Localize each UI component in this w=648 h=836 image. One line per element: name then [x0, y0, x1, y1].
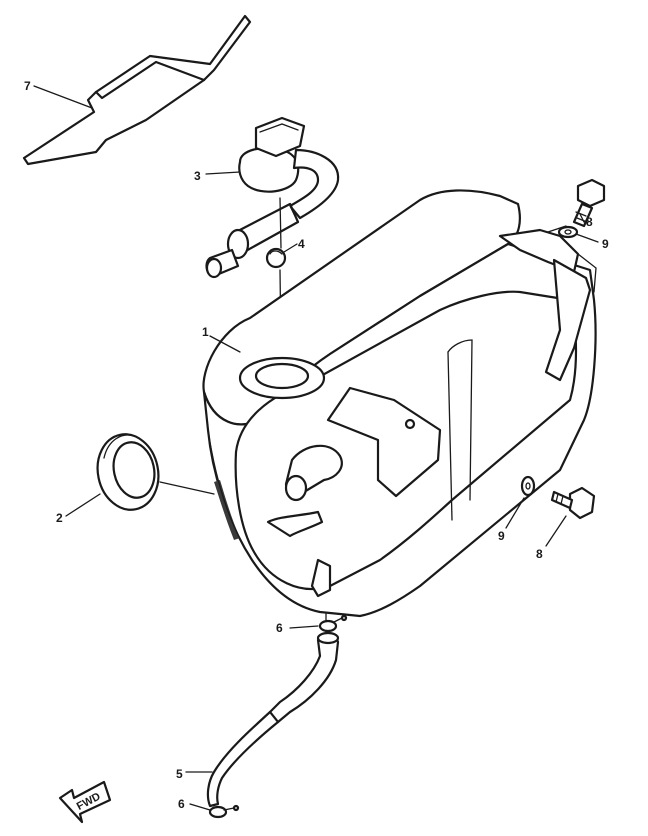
fwd-arrow: FWD — [58, 780, 112, 824]
callout-4: 4 — [298, 237, 305, 251]
callout-9-lower: 9 — [498, 529, 505, 543]
part-9-washer-upper — [557, 225, 579, 239]
callout-5: 5 — [176, 767, 183, 781]
callout-9-upper: 9 — [602, 237, 609, 251]
part-2-grommet — [96, 433, 160, 511]
callout-7: 7 — [24, 79, 31, 93]
part-9-washer-lower — [520, 475, 536, 497]
part-3-breather-cap — [205, 116, 340, 279]
part-8-bolt-lower — [550, 486, 596, 520]
part-8-bolt-upper — [572, 178, 606, 228]
part-6-clip-upper — [318, 614, 348, 633]
part-4-ball — [265, 247, 287, 269]
part-6-clip-lower — [208, 804, 240, 819]
callout-6-upper: 6 — [276, 621, 283, 635]
part-1-oil-tank — [202, 189, 597, 618]
callout-3: 3 — [194, 169, 201, 183]
callout-8-lower: 8 — [536, 547, 543, 561]
part-5-hose — [206, 631, 340, 808]
part-7-strip — [22, 14, 252, 166]
leader-lines — [33, 85, 599, 811]
callout-2: 2 — [56, 511, 63, 525]
callout-8-upper: 8 — [586, 215, 593, 229]
callout-6-lower: 6 — [178, 797, 185, 811]
callout-1: 1 — [202, 325, 209, 339]
